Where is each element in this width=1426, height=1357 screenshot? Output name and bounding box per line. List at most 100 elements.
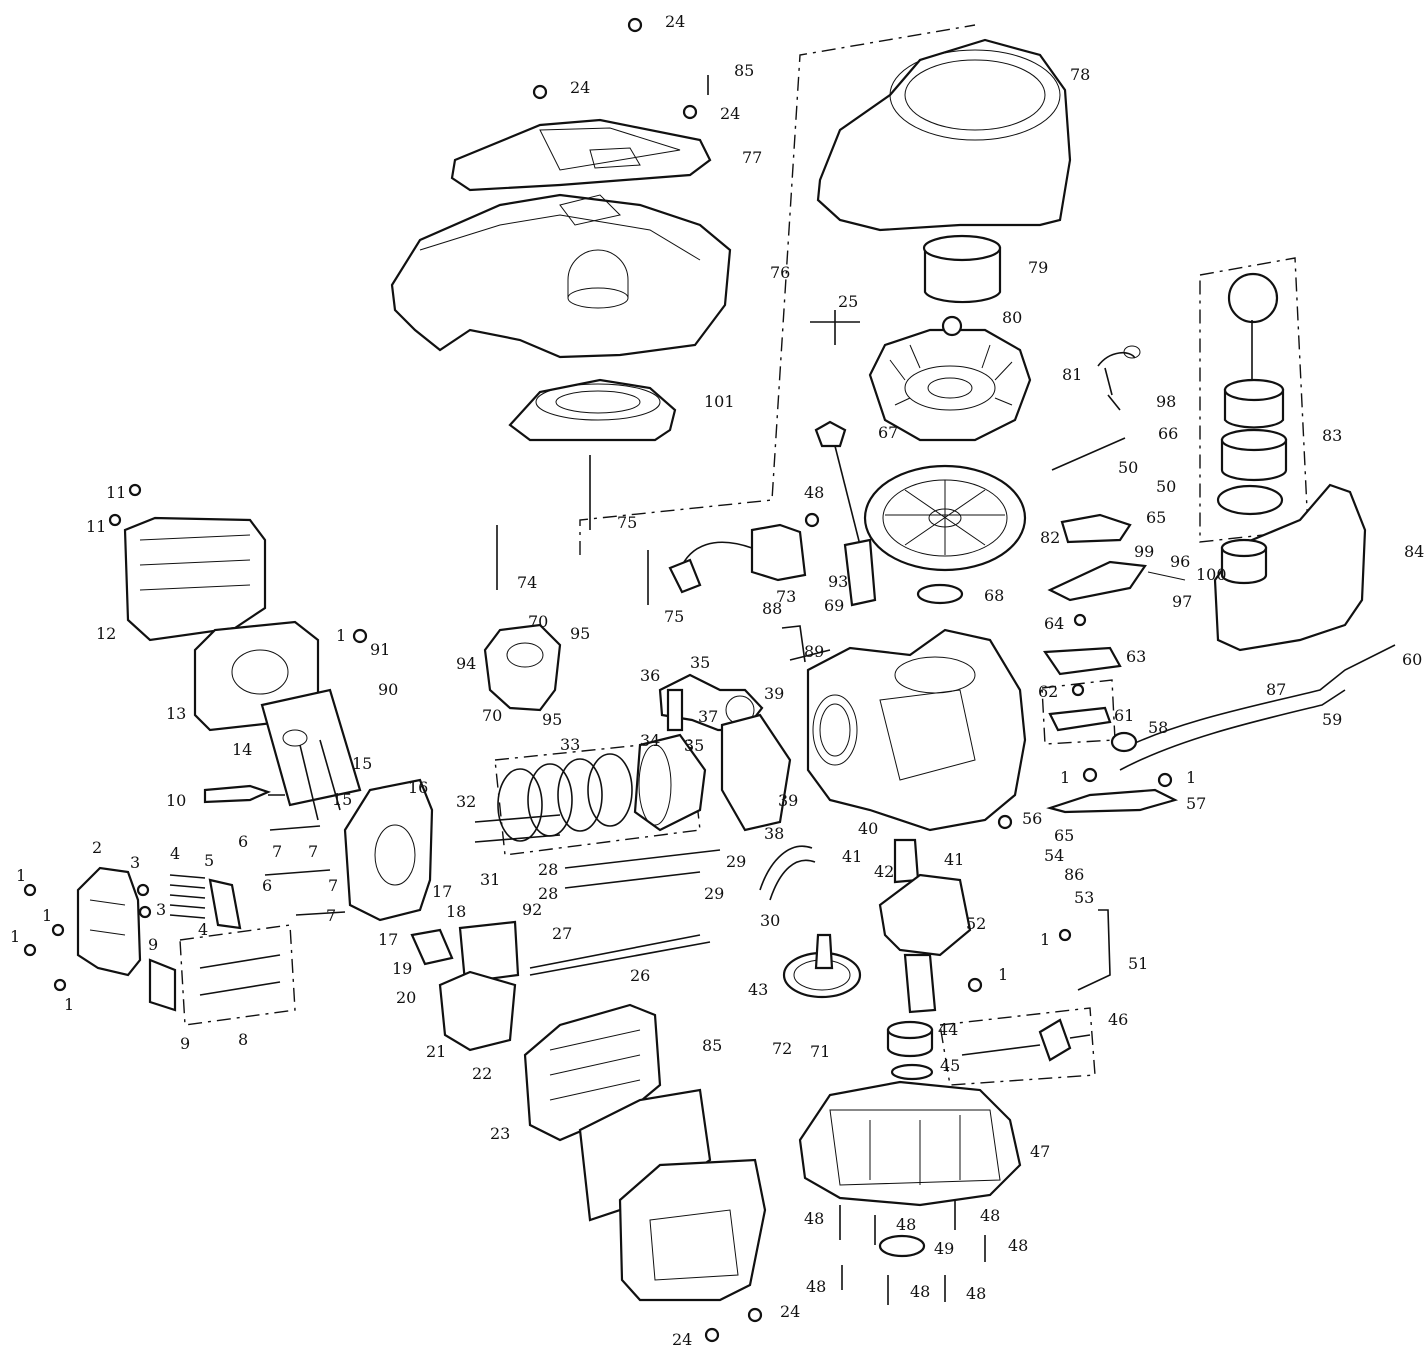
part-number-label: 25 (838, 292, 858, 311)
part-number-label: 27 (552, 924, 572, 943)
part-number-label: 99 (1134, 542, 1154, 561)
part-number-label: 17 (432, 882, 452, 901)
part-number-label: 74 (517, 573, 537, 592)
part-number-label: 22 (472, 1064, 492, 1083)
connecting-rod-part (658, 673, 764, 732)
part-number-label: 23 (490, 1124, 510, 1143)
part-number-label: 91 (370, 640, 390, 659)
part-number-label: 52 (966, 914, 986, 933)
governor-lever-part (961, 909, 1111, 1062)
oil-sump-part (798, 1080, 1022, 1207)
part-number-label: 89 (804, 642, 824, 661)
part-number-label: 24 (780, 1302, 800, 1321)
part-number-label: 85 (702, 1036, 722, 1055)
part-number-label: 14 (232, 740, 252, 759)
part-number-label: 71 (810, 1042, 830, 1061)
part-number-label: 64 (1044, 614, 1064, 633)
part-number-label: 81 (1062, 365, 1082, 384)
part-number-label: 48 (966, 1284, 986, 1303)
part-number-label: 1 (1186, 768, 1196, 787)
part-number-label: 3 (156, 900, 166, 919)
muffler-gasket-part (260, 688, 362, 807)
studs-15-part (299, 739, 341, 821)
part-number-label: 11 (106, 483, 126, 502)
part-number-label: 35 (684, 736, 704, 755)
part-number-label: 48 (804, 1209, 824, 1228)
part-number-label: 45 (940, 1056, 960, 1075)
part-number-label: 42 (874, 862, 894, 881)
part-number-label: 18 (446, 902, 466, 921)
part-number-label: 7 (326, 906, 336, 925)
cylinder-gasket-part (720, 713, 792, 832)
part-number-label: 6 (262, 876, 272, 895)
part-number-label: 7 (272, 842, 282, 861)
oil-seal-68-part (916, 583, 964, 605)
part-number-label: 6 (238, 832, 248, 851)
valve-cover-part (76, 866, 142, 977)
magnet-ring-part (863, 464, 1027, 572)
part-number-label: 13 (166, 704, 186, 723)
fan-shroud-part (390, 193, 732, 359)
fastener-glyphs (23, 17, 1173, 1343)
part-number-label: 49 (934, 1239, 954, 1258)
part-number-label: 61 (1114, 706, 1134, 725)
part-number-label: 29 (726, 852, 746, 871)
valve-assembly-8-part (179, 924, 296, 1026)
part-number-label: 15 (332, 790, 352, 809)
crankshaft-part (878, 838, 972, 1014)
part-number-label: 20 (396, 988, 416, 1007)
carburetor-parts (410, 920, 520, 1052)
part-number-label: 48 (1008, 1236, 1028, 1255)
part-number-label: 29 (704, 884, 724, 903)
part-number-label: 1 (16, 866, 26, 885)
part-number-label: 4 (170, 844, 180, 863)
part-number-label: 59 (1322, 710, 1342, 729)
part-number-label: 70 (482, 706, 502, 725)
part-number-label: 83 (1322, 426, 1342, 445)
part-number-label: 73 (776, 587, 796, 606)
part-number-label: 3 (130, 853, 140, 872)
part-number-label: 5 (204, 851, 214, 870)
part-number-label: 28 (538, 860, 558, 879)
part-number-label: 56 (1022, 809, 1042, 828)
part-number-label: 7 (308, 842, 318, 861)
part-number-label: 88 (762, 599, 782, 618)
part-number-label: 77 (742, 148, 762, 167)
air-filter-part (578, 1088, 712, 1222)
valve-springs-parts (136, 874, 242, 1012)
part-number-label: 24 (720, 104, 740, 123)
flywheel-part (868, 315, 1032, 442)
part-number-label: 65 (1146, 508, 1166, 527)
part-number-label: 31 (480, 870, 500, 889)
spark-plug-part (203, 784, 285, 804)
muffler-gasket-hole (282, 729, 308, 747)
governor-linkage-parts (1047, 345, 1186, 602)
part-number-label: 1 (10, 927, 20, 946)
part-number-label: 26 (630, 966, 650, 985)
throttle-rod-part (529, 934, 711, 976)
part-number-label: 36 (640, 666, 660, 685)
part-number-label: 48 (980, 1206, 1000, 1225)
part-number-label: 48 (804, 483, 824, 502)
part-number-label: 9 (148, 935, 158, 954)
part-number-label: 1 (1060, 768, 1070, 787)
top-cover-part (450, 118, 712, 192)
part-number-label: 7 (328, 876, 338, 895)
piston-part (633, 733, 707, 832)
part-number-label: 85 (734, 61, 754, 80)
part-number-label: 96 (1170, 552, 1190, 571)
part-number-label: 46 (1108, 1010, 1128, 1029)
part-number-label: 11 (86, 517, 106, 536)
part-number-label: 48 (896, 1215, 916, 1234)
part-number-label: 57 (1186, 794, 1206, 813)
part-number-label: 82 (1040, 528, 1060, 547)
part-number-label: 70 (528, 612, 548, 631)
part-number-label: 17 (378, 930, 398, 949)
part-number-label: 16 (408, 778, 428, 797)
part-number-label: 78 (1070, 65, 1090, 84)
part-number-label: 1 (42, 906, 52, 925)
part-number-label: 90 (378, 680, 398, 699)
part-number-label: 92 (522, 900, 542, 919)
part-number-label: 21 (426, 1042, 446, 1061)
